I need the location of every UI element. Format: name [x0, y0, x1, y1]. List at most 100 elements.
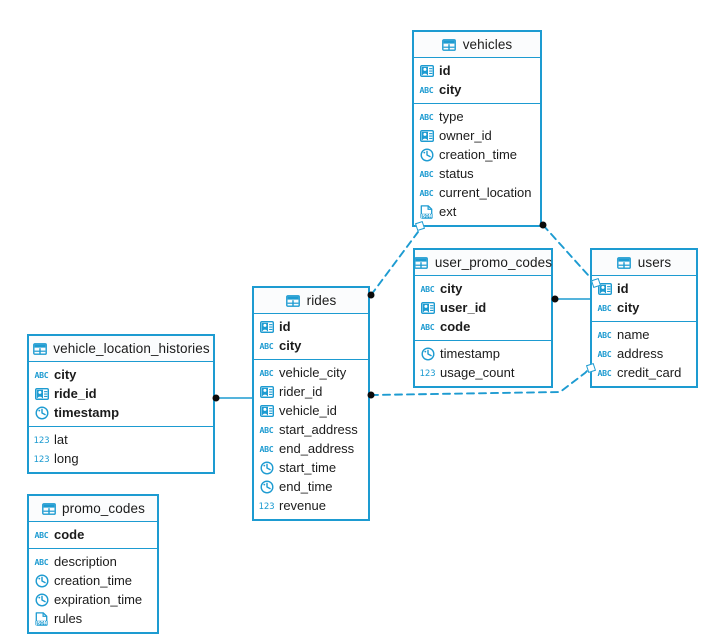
field-row-id[interactable]: id	[254, 317, 368, 336]
field-row-city[interactable]: ABC city	[592, 298, 696, 317]
entity-header-promo_codes[interactable]: promo_codes	[29, 496, 157, 522]
svg-text:ABC: ABC	[420, 112, 434, 122]
field-label: id	[617, 281, 629, 296]
field-row-id[interactable]: id	[414, 61, 540, 80]
abc-string-icon: ABC	[34, 367, 49, 382]
clock-icon	[259, 460, 274, 475]
abc-string-icon: ABC	[597, 300, 612, 315]
field-label: timestamp	[440, 346, 500, 361]
svg-text:123: 123	[259, 502, 274, 511]
field-label: type	[439, 109, 464, 124]
clock-icon	[420, 346, 435, 361]
id-card-icon	[259, 384, 274, 399]
table-icon	[617, 255, 632, 270]
entity-header-users[interactable]: users	[592, 250, 696, 276]
field-label: creation_time	[54, 573, 133, 588]
field-row-end_time[interactable]: end_time	[254, 477, 368, 496]
abc-string-icon: ABC	[259, 441, 274, 456]
svg-text:ABC: ABC	[35, 370, 49, 380]
field-row-owner_id[interactable]: owner_id	[414, 126, 540, 145]
entity-header-user_promo_codes[interactable]: user_promo_codes	[414, 250, 552, 276]
entity-title: promo_codes	[62, 501, 145, 516]
entity-title: vehicle_location_histories	[53, 341, 210, 356]
relationship-line-rides-to-vehicles[interactable]	[370, 231, 419, 296]
field-row-timestamp[interactable]: timestamp	[415, 344, 551, 363]
entity-title: rides	[306, 293, 337, 308]
abc-string-icon: ABC	[419, 166, 434, 181]
field-row-vehicle_id[interactable]: vehicle_id	[254, 401, 368, 420]
svg-text:ABC: ABC	[260, 444, 274, 454]
field-label: rider_id	[279, 384, 323, 399]
many-endpoint-marker-vehicles-to-users	[539, 221, 547, 229]
field-row-start_time[interactable]: start_time	[254, 458, 368, 477]
field-row-creation_time[interactable]: creation_time	[414, 145, 540, 164]
table-icon	[442, 37, 457, 52]
field-row-user_id[interactable]: user_id	[415, 298, 551, 317]
id-card-icon	[419, 128, 434, 143]
field-row-rider_id[interactable]: rider_id	[254, 382, 368, 401]
id-card-icon	[259, 403, 274, 418]
field-row-revenue[interactable]: 123 revenue	[254, 496, 368, 515]
abc-string-icon: ABC	[420, 281, 435, 296]
field-row-expiration_time[interactable]: expiration_time	[29, 590, 157, 609]
entity-header-vehicles[interactable]: vehicles	[414, 32, 540, 58]
svg-text:ABC: ABC	[598, 303, 612, 313]
field-row-id[interactable]: id	[592, 279, 696, 298]
field-label: city	[279, 338, 302, 353]
field-label: city	[617, 300, 640, 315]
many-endpoint-marker-rides-to-users	[367, 391, 375, 399]
svg-text:ABC: ABC	[35, 530, 49, 540]
field-label: current_location	[439, 185, 532, 200]
table-icon	[286, 293, 301, 308]
field-row-timestamp[interactable]: timestamp	[29, 403, 213, 422]
field-row-ride_id[interactable]: ride_id	[29, 384, 213, 403]
many-endpoint-marker-vehicle-location-histories-to-rides	[212, 394, 220, 402]
table-icon	[41, 501, 56, 516]
field-label: id	[279, 319, 291, 334]
field-row-end_address[interactable]: ABC end_address	[254, 439, 368, 458]
field-label: owner_id	[439, 128, 492, 143]
id-card-icon	[419, 63, 434, 78]
field-row-type[interactable]: ABC type	[414, 107, 540, 126]
abc-string-icon: ABC	[34, 554, 49, 569]
svg-text:JSON: JSON	[35, 620, 48, 625]
clock-icon	[34, 592, 49, 607]
field-label: end_address	[279, 441, 355, 456]
entity-header-vehicle_location_histories[interactable]: vehicle_location_histories	[29, 336, 213, 362]
field-row-current_location[interactable]: ABC current_location	[414, 183, 540, 202]
svg-text:ABC: ABC	[420, 188, 434, 198]
svg-text:ABC: ABC	[420, 85, 434, 95]
field-label: revenue	[279, 498, 326, 513]
entity-header-rides[interactable]: rides	[254, 288, 368, 314]
abc-string-icon: ABC	[259, 422, 274, 437]
field-row-creation_time[interactable]: creation_time	[29, 571, 157, 590]
svg-text:ABC: ABC	[260, 368, 274, 378]
